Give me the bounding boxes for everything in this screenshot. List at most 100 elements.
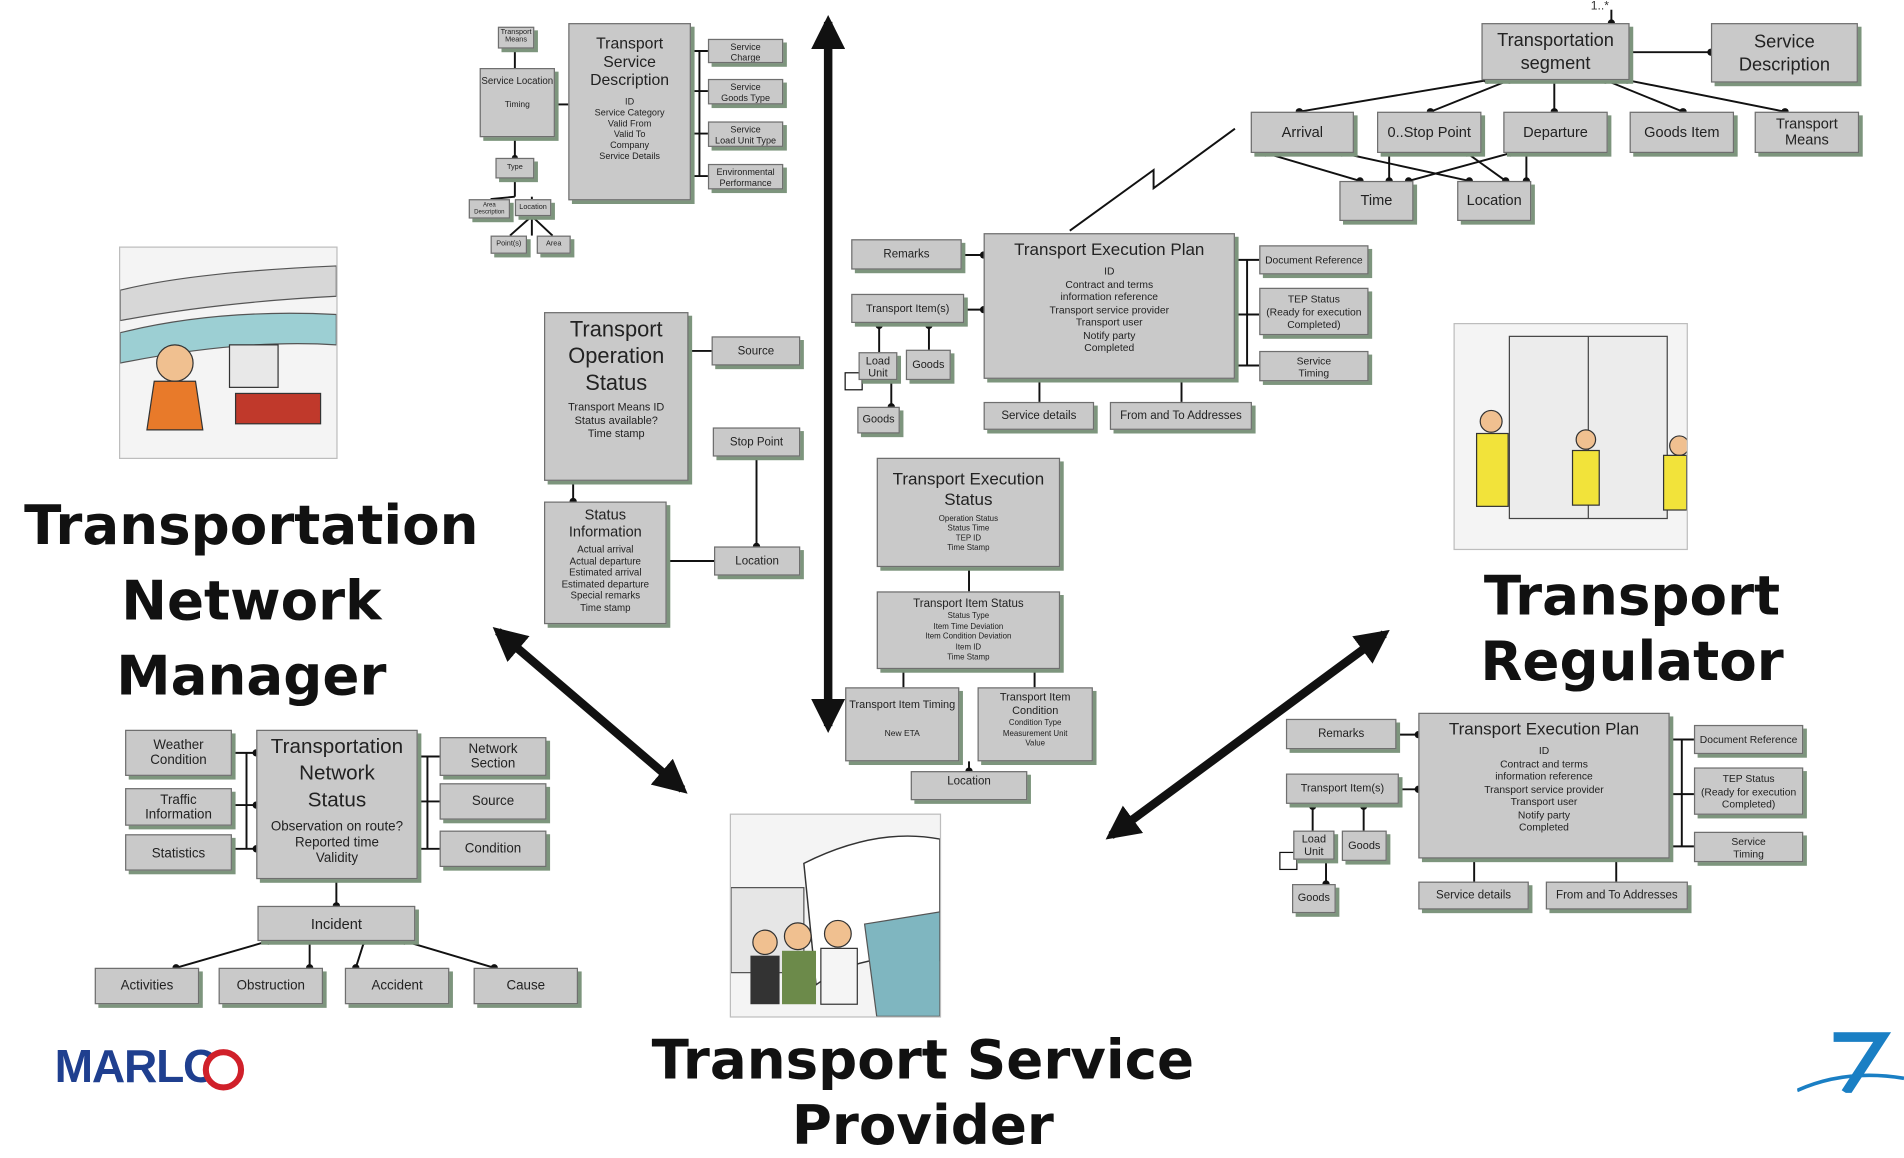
title: Status Information: [568, 506, 642, 541]
title: Transport Execution Plan: [1448, 718, 1640, 739]
body: ID Contract and terms information refere…: [1049, 264, 1170, 354]
role-regulator: Transport Regulator: [1480, 563, 1784, 694]
label: 0..Stop Point: [1387, 123, 1471, 141]
label: Time: [1360, 191, 1393, 209]
box-tns-cause: Cause: [473, 967, 579, 1005]
label: Service Timing: [1296, 354, 1332, 379]
title: Transport Item Timing: [849, 698, 956, 711]
label: Service Description: [1738, 31, 1830, 76]
label: Service details: [1001, 409, 1077, 423]
marlo-wordmark: MARLO: [54, 1041, 219, 1093]
label: Incident: [310, 915, 362, 933]
label: Obstruction: [236, 978, 305, 994]
box-seg-departure: Departure: [1503, 111, 1608, 154]
label: Transport Item(s): [865, 302, 950, 315]
box-tsd-environmental-performance: Environmental Performance: [707, 163, 784, 190]
body: ID Contract and terms information refere…: [1484, 744, 1604, 834]
box-tos-stop-point: Stop Point: [712, 427, 801, 457]
label: Point(s): [496, 240, 522, 248]
timing-label: Timing: [504, 100, 530, 110]
box-tos-source: Source: [711, 336, 801, 366]
title: Transport Service Description: [590, 34, 670, 89]
box-tep1-load-unit: Load Unit: [858, 352, 898, 381]
label: Type: [506, 163, 523, 172]
title: Transport Operation Status: [568, 316, 665, 395]
label: Statistics: [151, 846, 206, 861]
box-tns-activities: Activities: [94, 967, 200, 1005]
box-tsd-area: Area: [536, 235, 571, 254]
label: Document Reference: [1699, 733, 1798, 746]
label: Goods: [912, 358, 945, 371]
box-tns-incident: Incident: [257, 905, 416, 942]
box-tep2-goods-a: Goods: [1341, 830, 1387, 861]
title: Transport Execution Plan: [1014, 239, 1205, 259]
body: Transport Means ID Status available? Tim…: [568, 400, 665, 440]
box-tns-obstruction: Obstruction: [218, 967, 324, 1005]
regulator-illustration: [1453, 323, 1690, 551]
box-tsd-service-load-unit-type: Service Load Unit Type: [707, 121, 784, 147]
box-tep1-remarks: Remarks: [851, 239, 962, 270]
box-seg-stop-point: 0..Stop Point: [1377, 111, 1482, 154]
label: Source: [471, 794, 515, 809]
label: Transport Item(s): [1300, 782, 1385, 795]
label: Departure: [1523, 123, 1588, 141]
box-tep1-service-timing: Service Timing: [1259, 350, 1369, 382]
label: Stop Point: [729, 435, 784, 450]
label: Location: [947, 774, 991, 789]
box-seg-time: Time: [1339, 180, 1414, 222]
body: Observation on route? Reported time Vali…: [270, 819, 404, 866]
box-tns-condition: Condition: [439, 830, 547, 868]
box-tsd-location: Location: [514, 199, 552, 217]
box-seg-arrival: Arrival: [1250, 111, 1354, 154]
box-tep2-from-to: From and To Addresses: [1545, 881, 1688, 910]
label: Area: [546, 240, 562, 248]
box-tep2-load-unit: Load Unit: [1293, 830, 1335, 860]
box-tns-network-section: Network Section: [439, 737, 547, 776]
box-seg-goods-item: Goods Item: [1629, 111, 1735, 154]
fp7-logo-icon: [1796, 1032, 1904, 1096]
service-provider-illustration: [729, 813, 942, 1018]
box-tos-location: Location: [714, 546, 801, 576]
label: From and To Addresses: [1556, 888, 1678, 903]
box-tep1-tep-status: TEP Status (Ready for execution Complete…: [1259, 287, 1369, 336]
label: Service Location: [481, 75, 554, 87]
label: Remarks: [1318, 727, 1365, 741]
box-tns-accident: Accident: [344, 967, 450, 1005]
box-tsd-service-charge: Service Charge: [707, 38, 784, 64]
label: Goods: [1348, 839, 1381, 852]
label: Service Charge: [730, 41, 761, 64]
label: Goods: [1297, 891, 1330, 904]
arrow-regulator: [1105, 629, 1390, 840]
label: Transport Means: [1775, 115, 1838, 149]
box-tep2-remarks: Remarks: [1285, 718, 1397, 750]
multiplicity-label: 1..*: [1590, 0, 1609, 14]
label: Location: [519, 204, 547, 212]
box-seg-service-description: Service Description: [1710, 23, 1858, 83]
box-tns-weather-condition: Weather Condition: [125, 729, 232, 776]
title: Transport Execution Status: [892, 468, 1045, 509]
label: Traffic Information: [145, 792, 212, 823]
box-tep2-tep-status: TEP Status (Ready for execution Complete…: [1693, 767, 1804, 815]
box-tsd-point: Point(s): [490, 235, 528, 254]
box-tsd-area-description: Area Description: [468, 199, 511, 219]
body: Actual arrival Actual departure Estimate…: [561, 544, 650, 613]
box-tep1-from-to: From and To Addresses: [1109, 401, 1252, 430]
box-seg-location: Location: [1457, 180, 1532, 222]
box-tes-location: Location: [910, 771, 1028, 801]
label: Service details: [1436, 888, 1512, 903]
box-tep1-service-details: Service details: [983, 401, 1095, 430]
label: Weather Condition: [150, 738, 207, 768]
box-tns-traffic-information: Traffic Information: [125, 788, 232, 826]
box-tns-source: Source: [439, 783, 547, 820]
label: Goods: [862, 412, 895, 426]
marlo-logo: MARLO: [55, 1042, 249, 1093]
box-tep2-service-details: Service details: [1418, 881, 1529, 910]
label: TEP Status (Ready for execution Complete…: [1266, 292, 1362, 331]
body: New ETA: [884, 729, 920, 739]
